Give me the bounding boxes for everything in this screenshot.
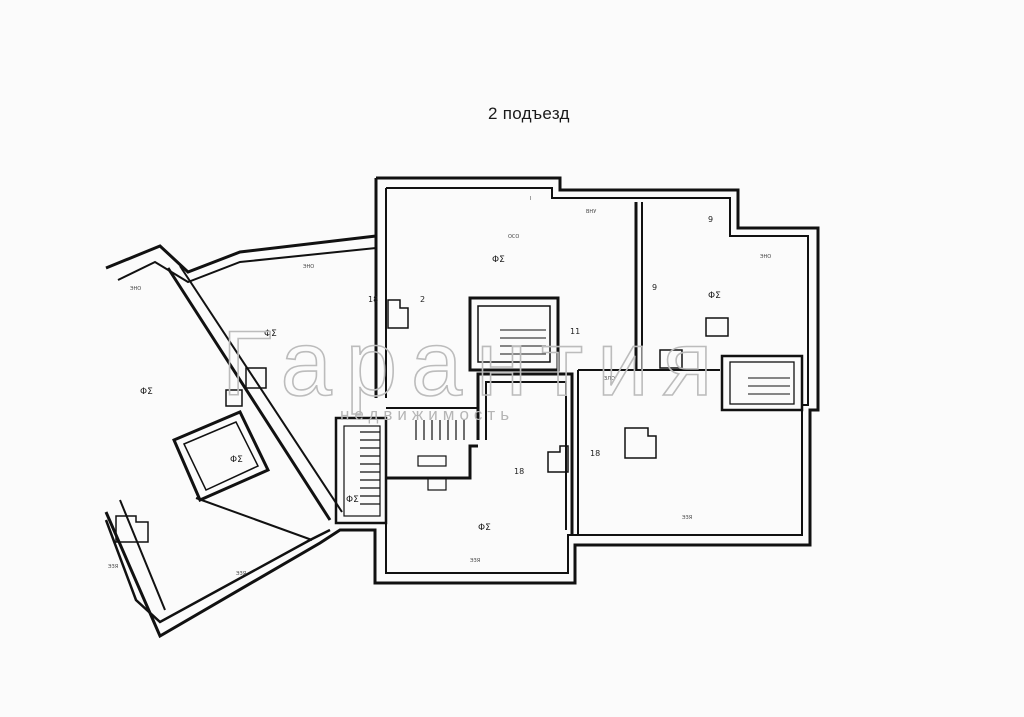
diagonal-wall-a <box>166 267 332 521</box>
svg-text:9: 9 <box>708 215 713 224</box>
svg-text:I: I <box>530 196 531 202</box>
column-5 <box>387 299 409 329</box>
column-1 <box>705 317 729 337</box>
watermark-brand: Гарантия <box>222 313 726 415</box>
svg-text:ЭЗЯ: ЭЗЯ <box>470 558 480 564</box>
column-3 <box>624 427 657 459</box>
outer-wall-inner-line <box>385 187 809 574</box>
column-2 <box>659 349 683 369</box>
watermark-subtitle: недвижимость <box>340 405 514 424</box>
diagonal-wall-b <box>179 265 343 513</box>
column-7 <box>225 389 243 407</box>
svg-text:ЭЗЯ: ЭЗЯ <box>236 571 246 577</box>
svg-text:ΦΣ: ΦΣ <box>492 255 505 265</box>
partition-lower-center <box>386 444 478 480</box>
column-8 <box>245 367 267 389</box>
small-dimension-marks: I ВНУ ОСО ЭНО ЭНО ЭНО ЗЛО ЭЗЯ ЭЗЯ ЭЗЯ ЭЗ… <box>108 196 771 577</box>
svg-text:ΦΣ: ΦΣ <box>230 455 243 465</box>
svg-text:18: 18 <box>590 449 600 458</box>
column-9 <box>417 455 447 467</box>
stair-block-left-inner <box>343 425 381 517</box>
left-wing-lower-wall <box>195 497 313 541</box>
svg-text:ЭНО: ЭНО <box>760 254 771 260</box>
shaft-central-inner <box>477 305 551 363</box>
stair-block-left <box>334 416 388 525</box>
left-wing-side-wall <box>119 499 166 611</box>
column-10 <box>427 477 447 491</box>
column-6 <box>115 515 149 543</box>
room-labels: 2 9 9 11 18 18 18 ΦΣ ΦΣ ΦΣ ΦΣ ΦΣ ΦΣ ΦΣ <box>140 215 721 533</box>
svg-text:ΦΣ: ΦΣ <box>346 495 359 505</box>
stair-hatching-center <box>415 420 465 440</box>
svg-text:ΦΣ: ΦΣ <box>264 329 277 339</box>
shaft-left <box>172 410 271 502</box>
svg-text:9: 9 <box>652 283 657 292</box>
interior-walls <box>115 202 804 543</box>
left-wing-top-wall-inner <box>117 247 377 284</box>
svg-text:18: 18 <box>514 467 524 476</box>
partition-center-room <box>476 372 574 536</box>
svg-text:2: 2 <box>420 295 425 304</box>
left-wing-top-wall <box>105 234 377 274</box>
svg-text:ЭЗЯ: ЭЗЯ <box>108 564 118 570</box>
svg-text:ЗЛО: ЗЛО <box>604 376 615 382</box>
svg-text:ΦΣ: ΦΣ <box>140 387 153 397</box>
partition-center-room-inner <box>485 381 567 530</box>
svg-text:ΦΣ: ΦΣ <box>478 523 491 533</box>
svg-text:ЭНО: ЭНО <box>303 264 314 270</box>
stair-hatching-left <box>360 431 380 505</box>
svg-text:ВНУ: ВНУ <box>586 209 596 215</box>
watermark: Гарантия недвижимость <box>221 312 726 424</box>
shaft-right-inner <box>729 361 795 405</box>
stair-hatching-shaft <box>500 329 790 395</box>
svg-text:18: 18 <box>368 295 378 304</box>
shaft-left-inner <box>182 421 260 491</box>
column-4 <box>547 445 569 473</box>
outer-wall-outer-line <box>104 176 820 639</box>
svg-text:ЭНО: ЭНО <box>130 286 141 292</box>
svg-text:ΦΣ: ΦΣ <box>708 291 721 301</box>
left-wing-bottom-wall <box>104 519 331 624</box>
plan-title: 2 подъезд <box>488 104 570 123</box>
svg-text:ОСО: ОСО <box>508 234 519 240</box>
shaft-right <box>720 354 804 412</box>
svg-text:11: 11 <box>570 327 580 336</box>
shaft-central <box>468 296 560 372</box>
svg-text:ЭЗЯ: ЭЗЯ <box>682 515 692 521</box>
outer-walls <box>104 176 820 639</box>
